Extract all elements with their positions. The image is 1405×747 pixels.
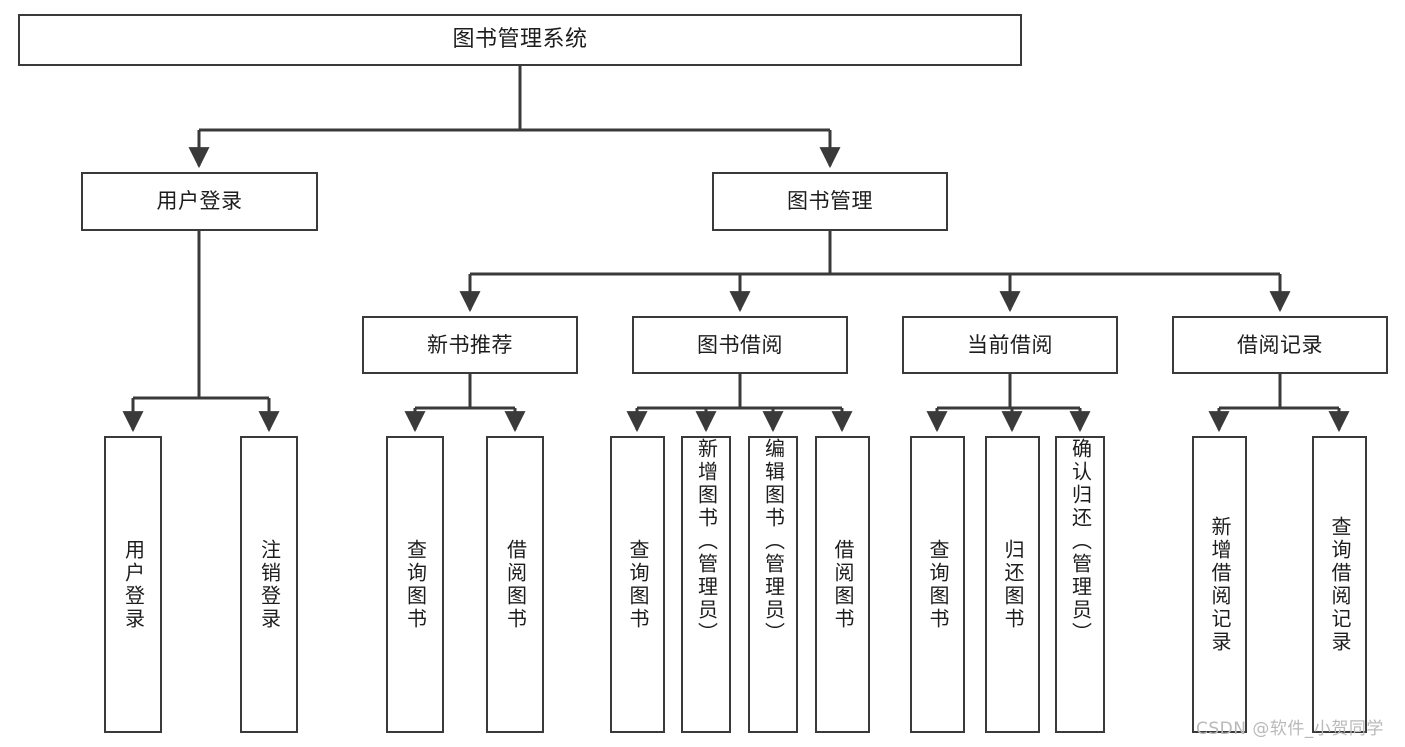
- node-label: 用户登录: [121, 538, 146, 631]
- node-label: 新增借阅记录: [1208, 515, 1232, 654]
- node-leaf-edit-book-admin[interactable]: 编辑图书（管理员）: [748, 436, 798, 733]
- node-label: 归还图书: [1001, 538, 1025, 631]
- node-label: 查询图书: [626, 538, 650, 631]
- node-label: 注销登录: [257, 538, 282, 631]
- node-leaf-borrow-books[interactable]: 借阅图书: [815, 436, 870, 733]
- node-leaf-logout[interactable]: 注销登录: [240, 436, 298, 733]
- node-label: 查询图书: [926, 538, 950, 631]
- node-label: 借阅记录: [1237, 332, 1323, 357]
- node-label: 图书借阅: [697, 332, 783, 357]
- node-leaf-add-book-admin[interactable]: 新增图书（管理员）: [681, 436, 731, 733]
- node-label: 图书管理: [787, 189, 873, 214]
- csdn-watermark: CSDN @软件_小贺同学: [1196, 719, 1384, 739]
- node-book-management[interactable]: 图书管理: [712, 172, 948, 231]
- node-label: 编辑图书（管理员）: [761, 438, 786, 645]
- node-current-borrow[interactable]: 当前借阅: [902, 316, 1118, 374]
- node-user-login[interactable]: 用户登录: [81, 172, 318, 231]
- node-leaf-query-borrow-record[interactable]: 查询借阅记录: [1312, 436, 1367, 733]
- node-leaf-query-books-rec[interactable]: 查询图书: [386, 436, 444, 733]
- node-leaf-return-books[interactable]: 归还图书: [985, 436, 1040, 733]
- node-label: 借阅图书: [831, 538, 855, 631]
- node-book-borrow[interactable]: 图书借阅: [632, 316, 848, 374]
- node-label: 确认归还（管理员）: [1068, 438, 1093, 645]
- node-borrow-records[interactable]: 借阅记录: [1172, 316, 1388, 374]
- node-label: 图书管理系统: [452, 27, 588, 53]
- node-leaf-query-books-borrow[interactable]: 查询图书: [610, 436, 665, 733]
- node-label: 用户登录: [156, 189, 243, 214]
- node-leaf-query-books-current[interactable]: 查询图书: [910, 436, 965, 733]
- node-root-system[interactable]: 图书管理系统: [18, 14, 1022, 66]
- node-label: 新书推荐: [427, 332, 513, 357]
- node-leaf-user-login[interactable]: 用户登录: [104, 436, 162, 733]
- node-leaf-borrow-books-rec[interactable]: 借阅图书: [486, 436, 544, 733]
- node-label: 借阅图书: [503, 538, 528, 631]
- node-label: 查询借阅记录: [1328, 515, 1352, 654]
- node-label: 当前借阅: [967, 332, 1053, 357]
- node-new-book-recommend[interactable]: 新书推荐: [362, 316, 578, 374]
- node-label: 查询图书: [403, 538, 428, 631]
- node-leaf-confirm-return-admin[interactable]: 确认归还（管理员）: [1055, 436, 1105, 733]
- node-label: 新增图书（管理员）: [694, 438, 719, 645]
- node-leaf-add-borrow-record[interactable]: 新增借阅记录: [1192, 436, 1247, 733]
